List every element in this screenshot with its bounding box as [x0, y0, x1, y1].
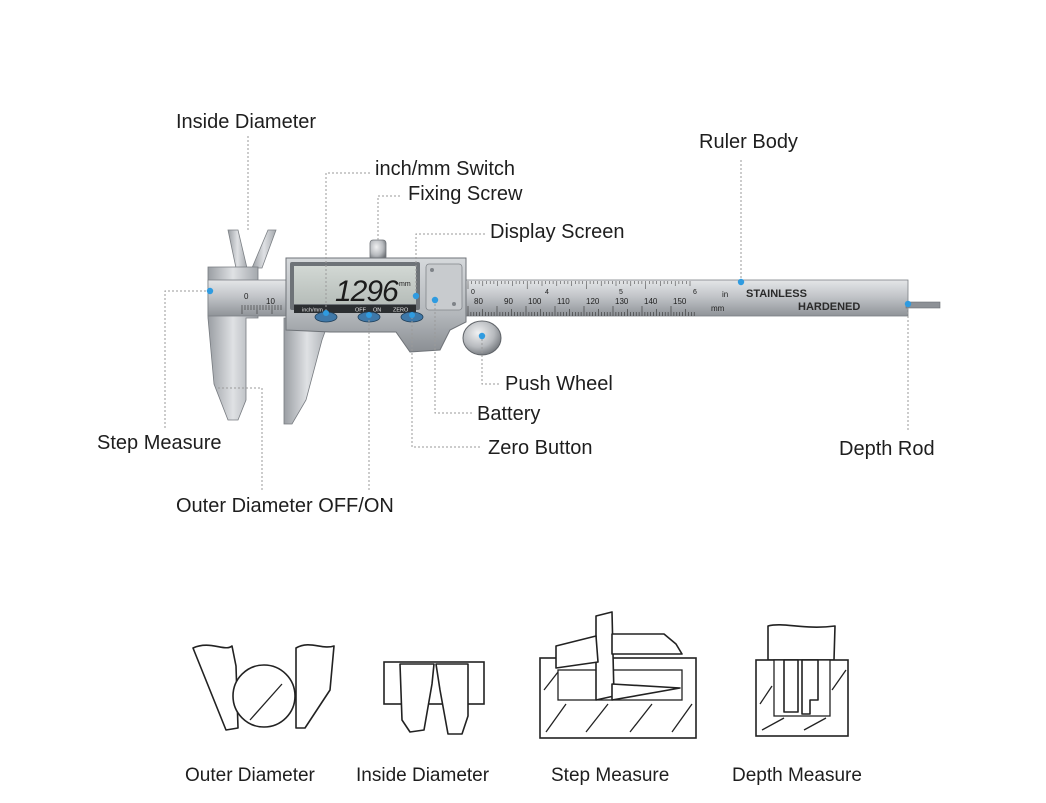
scale-label-80: 80: [474, 297, 483, 306]
scale-label-140: 140: [644, 297, 658, 306]
caliper: 0 10 80 90 100 110 120 130 140 150 0 4 5…: [207, 229, 941, 425]
button-label-inch-mm: inch/mm: [302, 308, 323, 314]
inch-label-6: 6: [693, 289, 697, 296]
cover-screw-1: [430, 268, 434, 272]
caption-outer-diameter: Outer Diameter: [185, 765, 315, 786]
label-display-screen: Display Screen: [490, 221, 625, 243]
lcd-screen: [294, 266, 416, 304]
cover-screw-2: [452, 302, 456, 306]
pointer-dots: [206, 278, 912, 340]
label-outer-diameter-off-on: Outer Diameter OFF/ON: [176, 495, 394, 517]
caption-step-measure: Step Measure: [551, 765, 670, 786]
scale-ticks: [241, 281, 695, 316]
scale-label-10: 10: [266, 297, 275, 306]
depth-rod-bar: [905, 301, 941, 309]
label-ruler-body: Ruler Body: [699, 131, 798, 153]
scale-label-150: 150: [673, 297, 687, 306]
scale-label-130: 130: [615, 297, 629, 306]
label-step-measure: Step Measure: [97, 432, 222, 454]
scale-label-120: 120: [586, 297, 600, 306]
label-inch-mm-switch: inch/mm Switch: [375, 158, 516, 180]
label-push-wheel: Push Wheel: [505, 373, 613, 395]
inch-label-5: 5: [619, 289, 623, 296]
moving-jaw: [283, 317, 331, 425]
inch-unit: in: [722, 290, 728, 299]
button-label-strip: [294, 305, 416, 313]
label-fixing-screw: Fixing Screw: [408, 183, 523, 205]
inside-diameter-illustration: [383, 661, 485, 735]
leader-lines: [164, 136, 909, 490]
hardened-text: HARDENED: [798, 301, 860, 313]
button-label-zero: ZERO: [393, 308, 409, 314]
fixing-screw: [369, 239, 387, 261]
button-label-on: ON: [373, 308, 381, 314]
inside-jaw-moving: [251, 229, 277, 269]
scale-label-100: 100: [528, 297, 542, 306]
label-depth-rod: Depth Rod: [839, 438, 935, 460]
depth-measure-illustration: [755, 624, 849, 737]
inch-label-0: 0: [471, 289, 475, 296]
step-measure-illustration: [539, 611, 697, 739]
label-battery: Battery: [477, 403, 541, 425]
stainless-text: STAINLESS: [746, 288, 807, 300]
label-inside-diameter: Inside Diameter: [176, 111, 317, 133]
outer-diameter-illustration: [192, 644, 335, 731]
inch-label-4: 4: [545, 289, 549, 296]
caption-inside-diameter: Inside Diameter: [356, 765, 490, 786]
scale-label-90: 90: [504, 297, 513, 306]
caption-depth-measure: Depth Measure: [732, 765, 862, 786]
mm-unit: mm: [711, 304, 725, 313]
inside-jaw-fixed: [227, 229, 248, 269]
button-label-off: OFF: [355, 308, 367, 314]
scale-label-110: 110: [557, 297, 570, 306]
scale-label-0: 0: [244, 292, 249, 301]
lcd-unit: mm: [399, 281, 411, 288]
lcd-reading: 1296: [335, 275, 399, 308]
label-zero-button: Zero Button: [488, 437, 593, 459]
